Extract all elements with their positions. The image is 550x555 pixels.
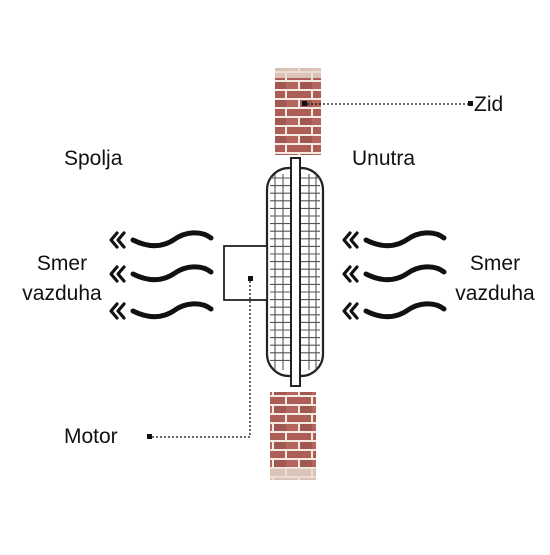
motor-housing (223, 245, 268, 301)
airflow-arrow-right-bottom (342, 301, 447, 320)
airflow-arrows-right (342, 230, 447, 320)
airflow-arrow-left-top (109, 230, 214, 249)
chevron-left-icon (109, 231, 126, 249)
upper-wall (275, 68, 321, 155)
wave-icon (363, 264, 447, 282)
airflow-arrows-left (109, 230, 214, 320)
airflow-right-label-line1: Smer (469, 252, 521, 275)
chevron-left-icon (109, 265, 126, 283)
chevron-left-icon (342, 265, 359, 283)
fan-grille (265, 157, 325, 387)
airflow-arrow-left-bottom (109, 301, 214, 320)
wave-icon (363, 301, 447, 319)
wave-icon (130, 301, 214, 319)
wave-icon (130, 264, 214, 282)
wave-icon (130, 230, 214, 248)
airflow-right-label-line2: vazduha (455, 282, 535, 305)
airflow-arrow-right-top (342, 230, 447, 249)
airflow-left-label-line2: vazduha (22, 282, 102, 305)
lower-wall (270, 392, 316, 480)
inside-label: Unutra (352, 147, 416, 170)
airflow-arrow-left-middle (109, 264, 214, 283)
motor-label: Motor (64, 425, 118, 448)
chevron-left-icon (109, 302, 126, 320)
wave-icon (363, 230, 447, 248)
chevron-left-icon (342, 302, 359, 320)
chevron-left-icon (342, 231, 359, 249)
wall-leader (302, 101, 473, 106)
outside-label: Spolja (64, 147, 123, 170)
airflow-arrow-right-middle (342, 264, 447, 283)
wall-label: Zid (474, 93, 504, 116)
motor-leader (147, 276, 253, 439)
airflow-left-label-line1: Smer (36, 252, 88, 275)
